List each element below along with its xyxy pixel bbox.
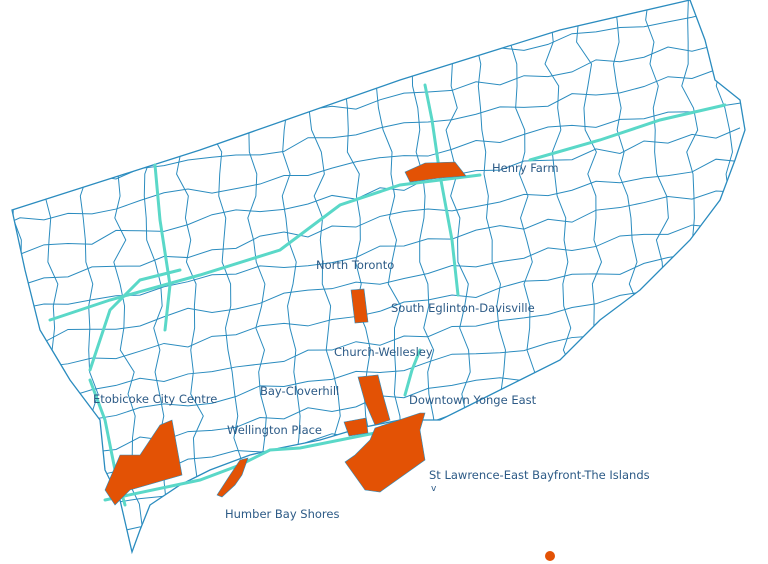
label-north-toronto: North Toronto bbox=[316, 258, 395, 272]
area-etobicoke-city-centre bbox=[104, 419, 183, 506]
boundary-line bbox=[12, 158, 741, 288]
boundary-line bbox=[12, 102, 741, 228]
boundary-line bbox=[12, 245, 741, 380]
boundary-line bbox=[304, 0, 344, 549]
highway-427-link bbox=[88, 268, 182, 372]
area-south-eglinton bbox=[350, 288, 369, 324]
boundary-line bbox=[645, 0, 686, 549]
boundary-line bbox=[509, 0, 551, 549]
location-marker-dot bbox=[545, 551, 555, 561]
boundary-line bbox=[242, 0, 277, 549]
boundary-line bbox=[12, 0, 740, 75]
label-st-lawrence-east-bayfront-the-islands: St Lawrence-East Bayfront-The Islands bbox=[429, 468, 650, 482]
label-humber-bay-shores: Humber Bay Shores bbox=[225, 507, 340, 521]
label-wellington-place: Wellington Place bbox=[227, 423, 323, 437]
highlighted-neighbourhoods bbox=[104, 161, 467, 506]
boundary-line bbox=[12, 0, 740, 49]
label-bay-cloverhill: Bay-Cloverhill bbox=[260, 384, 340, 398]
don-valley-parkway bbox=[403, 348, 422, 397]
area-st-lawrence bbox=[344, 412, 426, 493]
label-church-wellesley: Church-Wellesley bbox=[334, 345, 433, 359]
highway-401 bbox=[48, 173, 482, 322]
boundary-line bbox=[273, 0, 310, 549]
area-henry-farm bbox=[404, 161, 467, 183]
area-humber-bay-shores bbox=[216, 457, 249, 498]
highway-401-east bbox=[528, 103, 727, 162]
highway-east-west-link bbox=[153, 163, 172, 332]
boundary-line bbox=[12, 215, 741, 349]
boundary-line bbox=[754, 0, 766, 548]
boundary-line bbox=[12, 275, 741, 404]
boundary-line bbox=[681, 0, 716, 549]
label-south-eglinton-davisville: South Eglinton-Davisville bbox=[391, 301, 535, 315]
area-wellington-place bbox=[343, 417, 369, 437]
boundary-line bbox=[12, 190, 741, 318]
boundary-line bbox=[12, 4, 741, 139]
boundary-line bbox=[33, 0, 73, 549]
area-church-wellesley bbox=[357, 374, 391, 426]
boundary-line bbox=[12, 66, 741, 200]
stray-mark: v bbox=[431, 484, 437, 494]
label-downtown-yonge-east: Downtown Yonge East bbox=[409, 393, 537, 407]
boundary-line bbox=[12, 0, 41, 549]
label-etobicoke-city-centre: Etobicoke City Centre bbox=[93, 392, 218, 406]
boundary-line bbox=[714, 0, 745, 549]
boundary-line bbox=[12, 127, 741, 259]
boundary-line bbox=[12, 0, 740, 105]
label-henry-farm: Henry Farm bbox=[492, 161, 559, 175]
